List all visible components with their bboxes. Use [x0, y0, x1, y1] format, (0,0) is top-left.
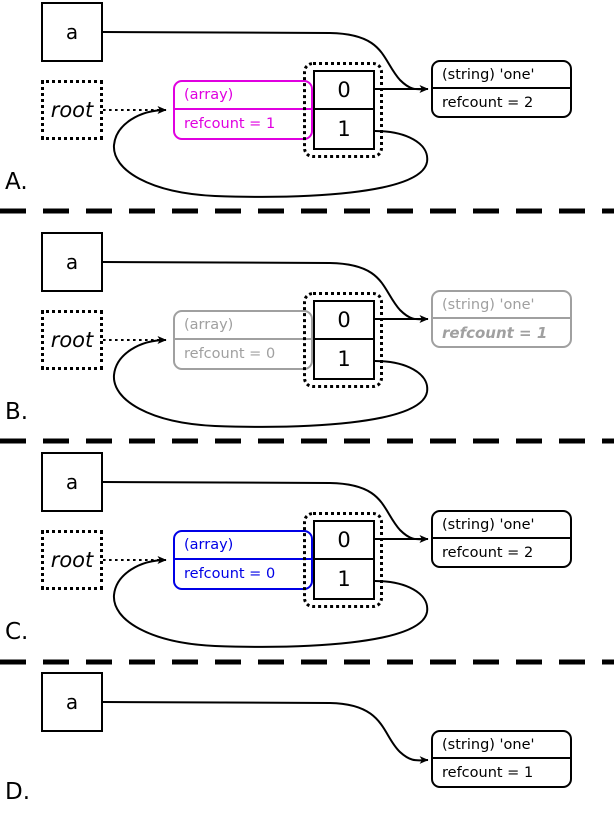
- string-type-label: (string) 'one': [433, 732, 570, 759]
- array-cell-0: 0: [315, 302, 373, 340]
- array-cell-0: 0: [315, 522, 373, 560]
- array-refcount-label: refcount = 0: [184, 346, 276, 362]
- array-refcount-label: refcount = 1: [184, 116, 276, 132]
- panel-B-edges: [102, 261, 429, 428]
- array-cell-1: 1: [337, 347, 351, 371]
- edge-cell1-self-loop: [112, 336, 429, 428]
- string-record-panel-C: (string) 'one' refcount = 2: [431, 510, 572, 568]
- panel-label-D: D.: [5, 779, 31, 805]
- root-box-panel-C: root: [41, 530, 103, 590]
- root-box-panel-B: root: [41, 310, 103, 370]
- array-record-panel-B: (array) refcount = 0: [173, 310, 313, 370]
- variable-box-a-panel-A: a: [41, 2, 103, 62]
- array-type-label: (array): [175, 82, 311, 110]
- string-type-label: (string) 'one': [433, 62, 570, 89]
- panel-D-edges: [102, 701, 429, 764]
- panel-C-edges: [102, 481, 429, 648]
- array-cells-panel-A: 0 1: [313, 70, 375, 150]
- array-type-label: (array): [175, 532, 311, 560]
- root-box-panel-A: root: [41, 80, 103, 140]
- edge-cell1-self-loop: [112, 556, 429, 648]
- array-cell-1: 1: [337, 567, 351, 591]
- variable-box-a-panel-C: a: [41, 452, 103, 512]
- variable-box-a-panel-B: a: [41, 232, 103, 292]
- array-cell-1: 1: [337, 117, 351, 141]
- array-type-label: (array): [175, 312, 311, 340]
- array-record-panel-C: (array) refcount = 0: [173, 530, 313, 590]
- array-cells-container-panel-B: [303, 292, 383, 388]
- panel-A-edges: [102, 31, 429, 198]
- panel-label-B: B.: [5, 399, 29, 425]
- array-cells-panel-C: 0 1: [313, 520, 375, 600]
- panel-label-C: C.: [5, 619, 29, 645]
- array-refcount-label: refcount = 0: [184, 566, 276, 582]
- variable-box-a-panel-D: a: [41, 672, 103, 732]
- array-record-panel-A: (array) refcount = 1: [173, 80, 313, 140]
- string-type-label: (string) 'one': [433, 512, 570, 539]
- string-refcount-label: refcount = 2: [442, 544, 534, 561]
- edge-cell1-self-loop: [112, 106, 429, 198]
- edge-a-to-string: [102, 701, 429, 764]
- string-refcount-label: refcount = 1: [442, 764, 534, 781]
- array-cells-container-panel-A: [303, 62, 383, 158]
- array-cells-panel-B: 0 1: [313, 300, 375, 380]
- panel-label-A: A.: [5, 169, 28, 195]
- array-cells-container-panel-C: [303, 512, 383, 608]
- string-refcount-label: refcount = 2: [442, 94, 534, 111]
- array-cell-0: 0: [315, 72, 373, 110]
- string-record-panel-D: (string) 'one' refcount = 1: [431, 730, 572, 788]
- string-type-label: (string) 'one': [433, 292, 570, 319]
- string-refcount-label: refcount = 1: [442, 323, 548, 342]
- string-record-panel-A: (string) 'one' refcount = 2: [431, 60, 572, 118]
- string-record-panel-B: (string) 'one' refcount = 1: [431, 290, 572, 348]
